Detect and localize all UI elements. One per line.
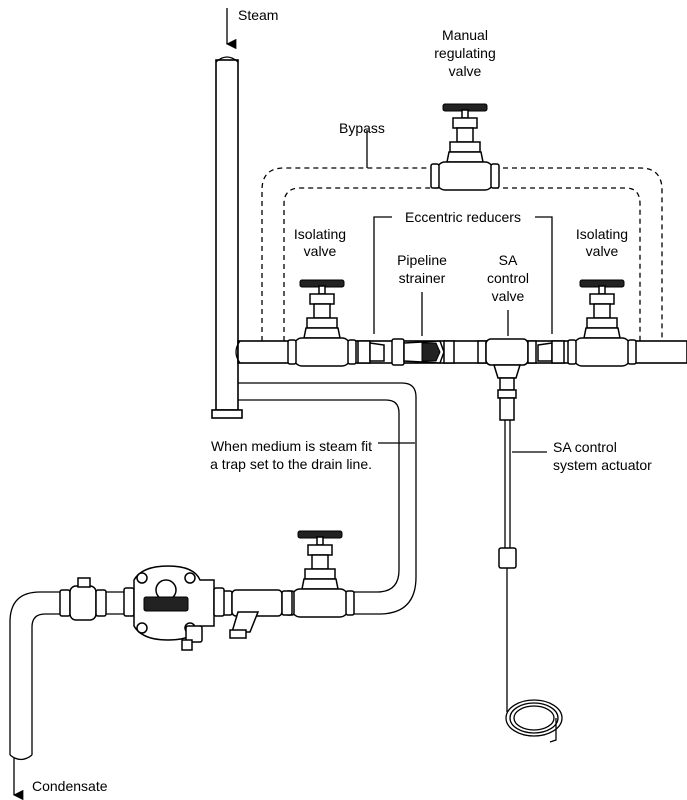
- drain-note-line2: a trap set to the drain line.: [210, 456, 372, 472]
- sa-control-system-actuator: [497, 377, 563, 743]
- steam-riser-pipe: [211, 56, 243, 419]
- sa-control-valve: [477, 338, 537, 379]
- drain-line-pipe: [238, 382, 417, 615]
- manual-regulating-valve-label-line1: Manual: [442, 27, 488, 43]
- isolating-valve-right-label-line1: Isolating: [576, 226, 628, 242]
- condensate-label: Condensate: [32, 778, 108, 794]
- condensate-pipe: [9, 591, 340, 761]
- steam-trap: [123, 565, 225, 651]
- pipeline-strainer: [391, 338, 455, 366]
- sa-actuator-label-line1: SA control: [553, 439, 617, 455]
- sa-actuator-label-line2: system actuator: [553, 457, 652, 473]
- drain-y-strainer: [221, 589, 293, 639]
- pipeline-strainer-label-line1: Pipeline: [397, 252, 447, 268]
- drain-note-line1: When medium is steam fit: [211, 438, 372, 454]
- bypass-label: Bypass: [339, 120, 385, 136]
- bypass-line: [261, 167, 663, 341]
- sa-control-valve-label-line2: control: [487, 270, 529, 286]
- drain-isolating-valve: [285, 530, 355, 618]
- isolating-valve-left: [287, 279, 357, 367]
- isolating-valve-left-label-line1: Isolating: [294, 226, 346, 242]
- sa-control-valve-label-line1: SA: [499, 252, 518, 268]
- isolating-valve-right: [567, 279, 637, 367]
- drain-check-valve: [59, 577, 107, 621]
- isolating-valve-left-label-line2: valve: [304, 243, 337, 259]
- eccentric-reducer-left: [357, 340, 385, 364]
- eccentric-reducers-label: Eccentric reducers: [405, 209, 521, 225]
- steam-label: Steam: [238, 7, 278, 23]
- manual-regulating-valve-label-line2: regulating: [434, 45, 496, 61]
- sa-control-valve-label-line3: valve: [492, 288, 525, 304]
- eccentric-reducers-leader-left: [373, 216, 392, 334]
- manual-regulating-valve-label-line3: valve: [449, 63, 482, 79]
- isolating-valve-right-label-line2: valve: [586, 243, 619, 259]
- manual-regulating-valve: [430, 103, 500, 191]
- eccentric-reducers-leader-right: [535, 216, 553, 334]
- eccentric-reducer-right: [537, 340, 565, 364]
- pipeline-strainer-label-line2: strainer: [399, 270, 446, 286]
